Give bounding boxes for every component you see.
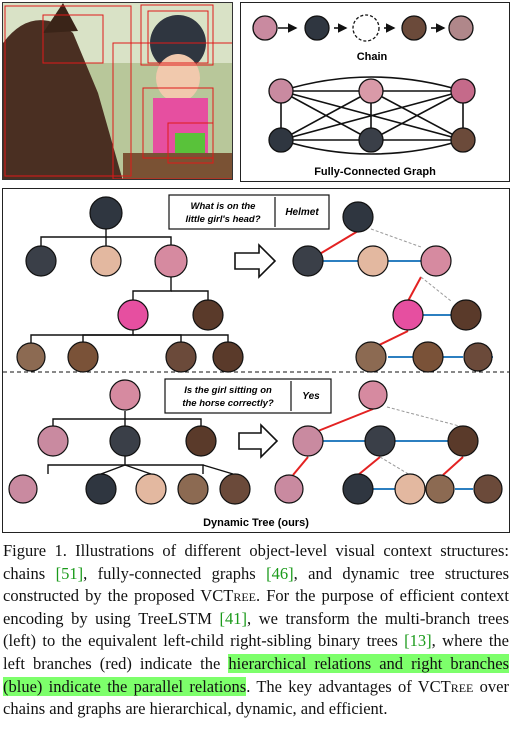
answer-1: Helmet bbox=[285, 207, 319, 218]
girl-on-horse-photo bbox=[2, 2, 233, 180]
citation-link[interactable]: [46] bbox=[266, 563, 294, 583]
chain-and-graph-panel: Chain Fully-Connected Gr bbox=[240, 2, 510, 182]
citation-link[interactable]: [51] bbox=[55, 563, 84, 583]
question-1-line-2: little girl's head? bbox=[185, 214, 260, 225]
caption-text-7: . The key advantages of VCT bbox=[246, 676, 451, 696]
figure-caption: Figure 1. Illustrations of different obj… bbox=[3, 540, 509, 721]
graph-label: Fully-Connected Graph bbox=[314, 166, 436, 178]
caption-text-1: Figure 1. Illustrations of different obj… bbox=[3, 541, 509, 583]
question-2-line-1: Is the girl sitting on bbox=[184, 385, 272, 396]
citation-link[interactable]: [41] bbox=[219, 608, 247, 628]
caption-text-5: , we transform the multi-branch trees (l… bbox=[3, 608, 509, 651]
caption-text-6: , where the left branches (red) indicate… bbox=[3, 631, 510, 673]
dynamic-tree-panel: What is on the little girl's head? Helme… bbox=[2, 188, 510, 533]
vctree-small-caps: ree bbox=[450, 676, 474, 696]
transform-arrow-icon bbox=[238, 423, 279, 459]
caption-text-2: , fully-connected graphs bbox=[83, 563, 267, 583]
dynamic-tree-diagram: What is on the little girl's head? Helme… bbox=[3, 194, 509, 529]
citation-link[interactable]: [13] bbox=[404, 631, 432, 651]
question-2-line-2: the horse correctly? bbox=[182, 398, 274, 409]
question-1-line-1: What is on the bbox=[191, 201, 257, 212]
chain-label: Chain bbox=[357, 51, 388, 63]
dynamic-tree-label: Dynamic Tree (ours) bbox=[203, 517, 309, 529]
answer-2: Yes bbox=[302, 391, 320, 402]
transform-arrow-icon bbox=[234, 243, 277, 279]
vctree-small-caps: ree bbox=[233, 586, 256, 606]
caption-text-4: . For the purpose of efficient context e… bbox=[3, 586, 510, 628]
caption-text-3: , and dynamic tree structures constructe… bbox=[3, 563, 510, 606]
chain-graph-diagram: Chain Fully-Connected Gr bbox=[252, 14, 476, 178]
caption-text-8: over chains and graphs are hierarchical,… bbox=[3, 676, 509, 719]
photo-illustration bbox=[3, 3, 232, 179]
